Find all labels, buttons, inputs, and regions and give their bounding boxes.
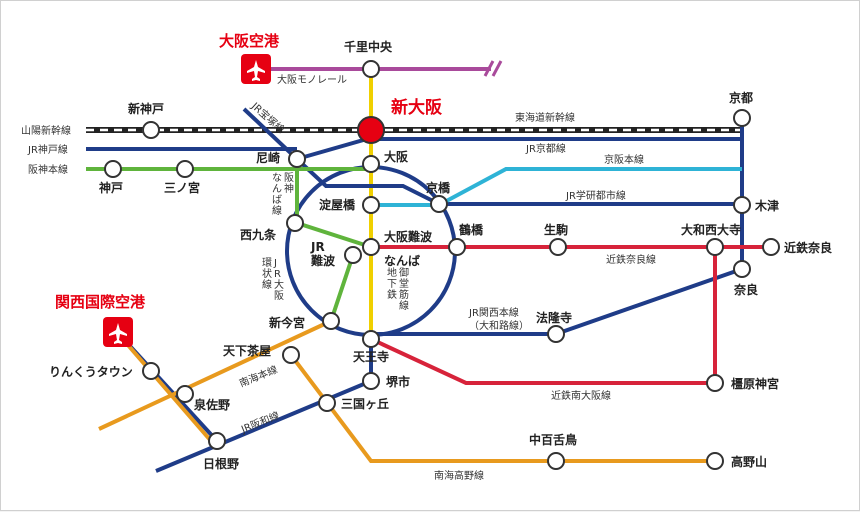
station-label-hineno: 日根野: [203, 456, 239, 471]
station-label-ikoma: 生駒: [544, 222, 568, 237]
station-label-sakaishi: 堺市: [386, 374, 410, 389]
station-label-shin-kobe: 新神戸: [128, 101, 164, 116]
station-label-koyasan: 高野山: [731, 454, 767, 469]
station-label-senri-chuo: 千里中央: [344, 39, 393, 54]
station-nishikujo[interactable]: [286, 214, 304, 232]
station-nara[interactable]: [733, 260, 751, 278]
station-kashihara-jingu[interactable]: [706, 374, 724, 392]
station-osaka[interactable]: [362, 155, 380, 173]
station-label-nakamozu: 中百舌鳥: [529, 432, 577, 447]
itami-airport-label: 大阪空港: [219, 32, 280, 50]
station-label-horyuji: 法隆寺: [536, 310, 572, 325]
nankai-main-line: [98, 319, 332, 431]
station-label-izumisano: 泉佐野: [194, 397, 230, 412]
itami-airport-icon[interactable]: [241, 54, 271, 84]
line-label-nankai-koya: 南海高野線: [434, 469, 484, 482]
station-hineno[interactable]: [208, 432, 226, 450]
line-label-hanshin-main: 阪神本線: [28, 163, 68, 176]
station-label-shin-osaka: 新大阪: [391, 97, 442, 118]
station-label-kizu: 木津: [754, 198, 779, 213]
jr-kyoto-line: [296, 137, 742, 161]
station-label-kobe: 神戸: [99, 180, 123, 195]
line-label-kintetsu-nara: 近鉄奈良線: [606, 253, 656, 266]
station-senri-chuo[interactable]: [362, 60, 380, 78]
station-nakamozu[interactable]: [547, 452, 565, 470]
station-label-yamato-saidaiji: 大和西大寺: [681, 222, 741, 237]
monorail-cut-mark: [483, 60, 503, 77]
station-label-nara: 奈良: [733, 282, 758, 297]
station-kyobashi[interactable]: [430, 195, 448, 213]
station-label-sannomiya: 三ノ宮: [164, 180, 200, 195]
station-tengachaya[interactable]: [282, 346, 300, 364]
station-shin-kobe[interactable]: [142, 121, 160, 139]
station-amagasaki[interactable]: [288, 150, 306, 168]
station-izumisano[interactable]: [176, 385, 194, 403]
line-label-nankai-main: 南海本線: [237, 363, 279, 390]
station-osaka-namba[interactable]: [362, 238, 380, 256]
station-yamato-saidaiji[interactable]: [706, 238, 724, 256]
line-label-jr-kansai-main: JR関西本線: [468, 306, 519, 319]
kansai-airport-label: 関西国際空港: [55, 293, 146, 311]
station-label-kyoto: 京都: [729, 90, 753, 105]
station-jr-namba[interactable]: [344, 246, 362, 264]
jr-hanwa-line: [155, 339, 373, 473]
station-shin-imamiya[interactable]: [322, 312, 340, 330]
station-mikunigaoka[interactable]: [318, 394, 336, 412]
station-ikoma[interactable]: [549, 238, 567, 256]
station-label-tennoji: 天王寺: [353, 349, 389, 364]
line-label-yamatoji: （大和路線）: [469, 319, 529, 332]
station-label-mikunigaoka: 三国ヶ丘: [341, 396, 389, 411]
station-label-tengachaya: 天下茶屋: [223, 343, 271, 358]
line-label-monorail: 大阪モノレール: [277, 73, 347, 86]
line-label-jr-gakkentoshi: JR学研都市線: [565, 189, 626, 202]
station-label-kintetsu-nara: 近鉄奈良: [784, 240, 832, 255]
station-label-osaka-namba: 大阪難波: [384, 229, 433, 244]
station-label-amagasaki: 尼崎: [256, 150, 280, 165]
kintetsu-minami-osaka-line: [370, 337, 715, 385]
keihan-line: [371, 167, 742, 207]
station-kobe[interactable]: [104, 160, 122, 178]
station-sannomiya[interactable]: [176, 160, 194, 178]
line-label-jr-hanwa: JR阪和線: [238, 409, 281, 436]
station-tsuruhashi[interactable]: [448, 238, 466, 256]
station-kintetsu-nara[interactable]: [762, 238, 780, 256]
station-label-shin-imamiya: 新今宮: [269, 315, 305, 330]
line-label-hanshin-namba: 阪神なんば線: [272, 171, 294, 217]
jr-takarazuka-line: [242, 107, 299, 161]
station-label-osaka: 大阪: [384, 149, 409, 164]
station-kizu[interactable]: [733, 196, 751, 214]
line-label-midosuji: 御堂筋線地下鉄: [387, 266, 409, 312]
station-shin-osaka[interactable]: [357, 116, 385, 144]
jr-tozai-line: [295, 157, 440, 206]
station-label-nishikujo: 西九条: [240, 227, 277, 242]
line-label-sanyo-shinkansen: 山陽新幹線: [21, 124, 71, 137]
station-label-kyobashi: 京橋: [426, 180, 451, 195]
station-rinku-town[interactable]: [142, 362, 160, 380]
station-kyoto[interactable]: [733, 109, 751, 127]
line-label-jr-kobe: JR神戸線: [27, 143, 68, 156]
line-label-tokaido-shinkansen: 東海道新幹線: [515, 111, 575, 124]
station-label-tsuruhashi: 鶴橋: [459, 222, 484, 237]
station-sakaishi[interactable]: [362, 372, 380, 390]
station-tennoji[interactable]: [362, 330, 380, 348]
station-horyuji[interactable]: [547, 325, 565, 343]
kansai-airport-line-nankai: [119, 335, 213, 443]
station-label-namba: なんば: [384, 253, 420, 268]
kansai-airport-icon[interactable]: [103, 317, 133, 347]
jr-namba-branch: [329, 254, 355, 322]
line-label-keihan-main: 京阪本線: [604, 153, 644, 166]
station-koyasan[interactable]: [706, 452, 724, 470]
nankai-koya-line: [289, 353, 715, 463]
line-label-kintetsu-minami-osaka: 近鉄南大阪線: [551, 389, 611, 402]
line-label-jr-kyoto: JR京都線: [525, 142, 566, 155]
station-label-rinku-town: りんくうタウン: [49, 365, 133, 379]
station-label-kashihara-jingu: 橿原神宮: [731, 376, 779, 391]
station-yodoyabashi[interactable]: [362, 196, 380, 214]
station-label-yodoyabashi: 淀屋橋: [319, 197, 356, 212]
